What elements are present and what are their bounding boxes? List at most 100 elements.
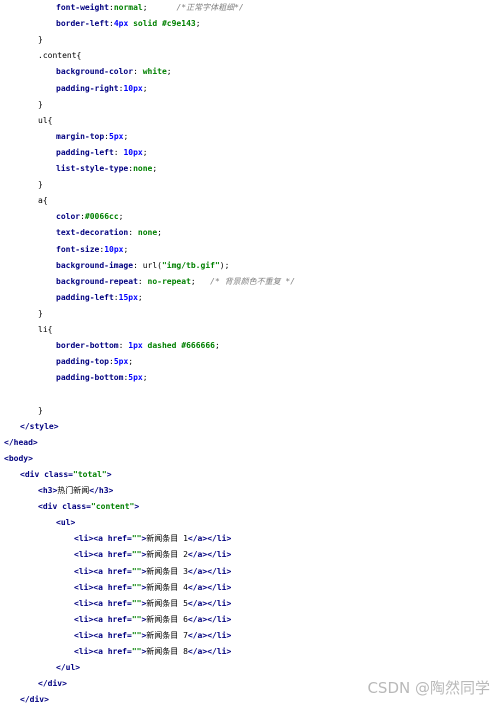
code-token: > xyxy=(141,614,147,624)
code-token: href= xyxy=(107,630,132,640)
code-line: <li><a href="">新闻条目 8</a></li> xyxy=(74,645,231,659)
code-token: ; xyxy=(123,244,129,254)
code-token: no-repeat xyxy=(147,276,191,286)
code-token: : xyxy=(80,212,85,222)
code-token: none xyxy=(133,164,153,173)
code-token: <a xyxy=(93,647,108,656)
code-token: <li> xyxy=(74,550,94,560)
code-line: <li><a href="">新闻条目 5</a></li> xyxy=(74,597,231,611)
code-token: <a xyxy=(93,614,108,624)
code-line: a{ xyxy=(38,194,48,208)
code-token: ; xyxy=(157,228,162,238)
code-line: border-bottom: 1px dashed #666666; xyxy=(56,339,220,353)
code-token: <li> xyxy=(74,598,94,608)
code-token: normal xyxy=(113,3,143,12)
code-token: </a> xyxy=(187,647,208,656)
code-token: > xyxy=(141,550,147,560)
code-token: : xyxy=(128,164,134,173)
code-line: padding-right:10px; xyxy=(56,82,148,96)
code-token: </ul> xyxy=(56,663,81,673)
code-token: /*正常字体粗细*/ xyxy=(176,3,244,12)
code-token: class= xyxy=(44,469,73,479)
code-token: <li> xyxy=(74,630,94,640)
code-token: : xyxy=(104,131,109,141)
code-token: .content{ xyxy=(38,51,82,61)
code-token: <a xyxy=(93,630,108,640)
code-token: background-repeat xyxy=(56,276,138,286)
code-token: : xyxy=(123,373,129,383)
code-token: 10px xyxy=(123,83,143,93)
code-token: 新闻条目 2 xyxy=(146,550,188,560)
code-token: </li> xyxy=(207,647,232,656)
code-token: ; xyxy=(152,164,158,173)
code-line: padding-bottom:5px; xyxy=(56,371,148,385)
code-token: </li> xyxy=(207,550,232,560)
code-token: text-decoration xyxy=(56,228,129,238)
code-token: : xyxy=(108,357,114,367)
code-line: } xyxy=(38,98,43,112)
code-token: </a> xyxy=(187,630,208,640)
code-line: <li><a href="">新闻条目 3</a></li> xyxy=(74,565,231,579)
code-token: "" xyxy=(131,598,142,608)
watermark-text: CSDN @陶然同学 xyxy=(367,679,490,697)
code-token: ul{ xyxy=(38,115,53,125)
code-token: ; xyxy=(142,3,177,12)
code-line: border-left:4px solid #c9e143; xyxy=(56,17,201,31)
code-line: <body> xyxy=(4,452,33,466)
code-token: </a> xyxy=(187,598,208,608)
code-token: "" xyxy=(131,630,142,640)
code-token: <li> xyxy=(74,614,94,624)
code-token: ; xyxy=(142,373,148,383)
code-token: ; xyxy=(214,341,220,351)
code-token: : xyxy=(113,147,124,157)
code-token: </li> xyxy=(207,534,232,544)
code-token: solid #c9e143 xyxy=(128,19,196,29)
code-token: href= xyxy=(107,598,132,608)
code-token: "" xyxy=(131,566,142,576)
code-token: "content" xyxy=(91,502,135,512)
code-line: color:#0066cc; xyxy=(56,210,123,224)
code-token: 新闻条目 4 xyxy=(146,582,188,592)
code-token: </a> xyxy=(187,582,208,592)
code-token: 5px xyxy=(109,131,124,141)
code-token: > xyxy=(106,469,112,479)
code-token: </style> xyxy=(20,421,59,431)
code-token: : xyxy=(118,83,124,93)
code-token: 4px xyxy=(113,19,129,29)
code-token: </head> xyxy=(4,437,38,447)
code-token: > xyxy=(141,598,147,608)
code-line: } xyxy=(38,33,43,47)
code-token: > xyxy=(141,647,147,656)
code-token: "" xyxy=(131,582,142,592)
code-line: padding-top:5px; xyxy=(56,355,133,369)
code-token: : xyxy=(99,244,105,254)
code-line: <li><a href="">新闻条目 4</a></li> xyxy=(74,581,231,595)
code-line: } xyxy=(38,178,43,192)
code-line: background-color: white; xyxy=(56,65,172,79)
code-token: <li> xyxy=(74,534,94,544)
code-token: <li> xyxy=(74,582,94,592)
code-token: <li> xyxy=(74,566,94,576)
code-token: padding-top xyxy=(56,357,109,367)
code-line: <div class="total"> xyxy=(20,468,112,482)
code-token: <body> xyxy=(4,453,33,463)
code-token: margin-top xyxy=(56,131,105,141)
code-token: 新闻条目 6 xyxy=(146,614,188,624)
code-token: href= xyxy=(107,614,132,624)
code-line: ul{ xyxy=(38,114,52,128)
code-token: 新闻条目 8 xyxy=(146,647,188,656)
code-token: } xyxy=(38,35,43,45)
code-line: <ul> xyxy=(56,516,75,530)
code-token: : xyxy=(137,276,148,286)
code-token: } xyxy=(38,99,43,109)
code-token: > xyxy=(141,630,147,640)
code-token: : xyxy=(108,19,114,29)
code-token: 新闻条目 5 xyxy=(146,598,188,608)
code-token: : xyxy=(128,228,138,238)
code-token: <a xyxy=(93,566,108,576)
code-token: <div xyxy=(20,469,45,479)
code-token: none xyxy=(137,228,158,238)
code-line: </style> xyxy=(20,420,59,434)
code-token: list-style-type xyxy=(56,164,129,173)
